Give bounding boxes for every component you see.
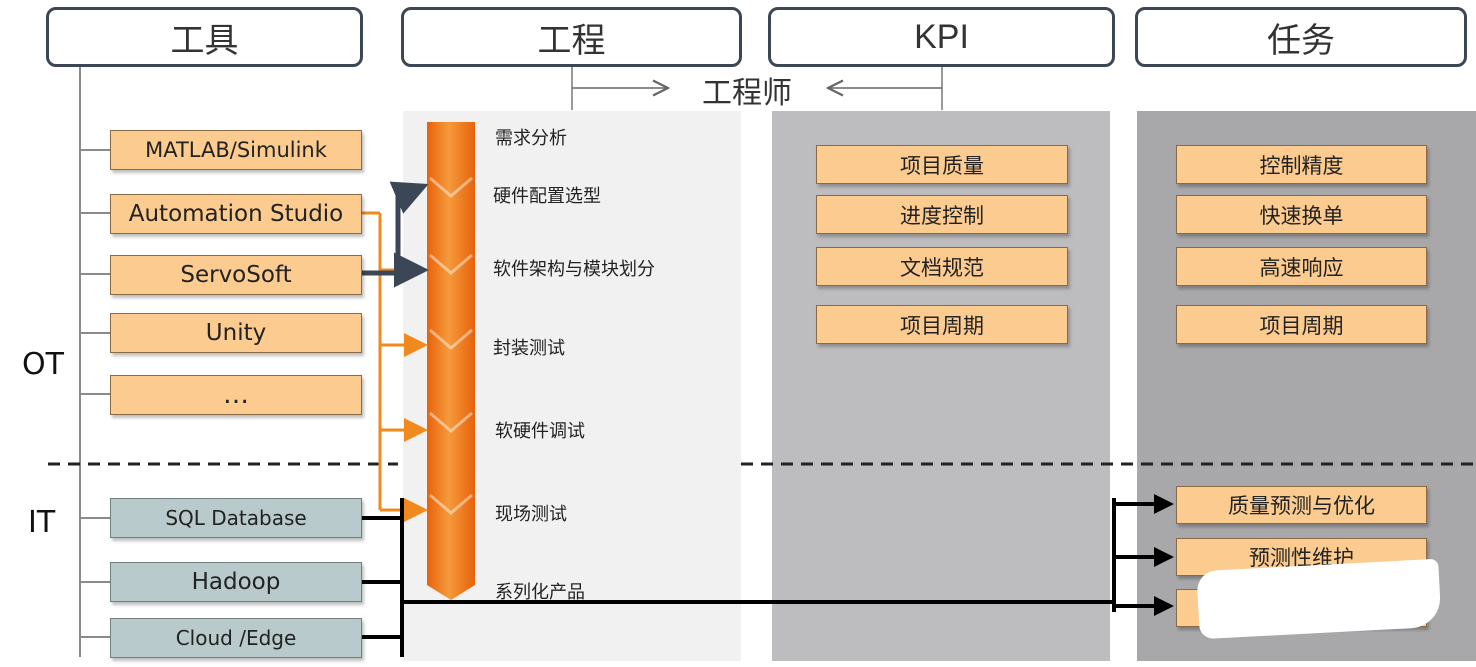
tool-more: … (110, 375, 362, 415)
kpi-project-cycle: 项目周期 (816, 305, 1068, 344)
process-bar (427, 122, 475, 600)
task-fast-changeover: 快速换单 (1176, 195, 1427, 234)
it-connectors (362, 494, 1174, 657)
kpi-project-quality: 项目质量 (816, 145, 1068, 184)
tool-servosoft: ServoSoft (110, 255, 362, 295)
it-label: IT (28, 505, 56, 540)
header-tasks: 任务 (1135, 7, 1467, 67)
header-kpi: KPI (768, 7, 1115, 67)
kpi-documentation: 文档规范 (816, 247, 1068, 286)
tool-unity: Unity (110, 313, 362, 353)
ot-label: OT (22, 347, 64, 382)
tool-sql-database: SQL Database (110, 498, 362, 538)
step-package-test: 封装测试 (493, 338, 565, 359)
step-field-test: 现场测试 (495, 504, 567, 525)
watermark-smudge (1196, 558, 1442, 640)
task-quality-prediction: 质量预测与优化 (1176, 486, 1427, 524)
task-control-precision: 控制精度 (1176, 145, 1427, 184)
step-series-product: 系列化产品 (495, 582, 585, 603)
task-project-cycle: 项目周期 (1176, 305, 1427, 344)
dark-connectors (362, 181, 429, 288)
tool-hadoop: Hadoop (110, 562, 362, 602)
engineer-label: 工程师 (702, 76, 792, 111)
tool-matlab: MATLAB/Simulink (110, 130, 362, 170)
tool-cloud-edge: Cloud /Edge (110, 618, 362, 658)
step-requirements: 需求分析 (495, 128, 567, 149)
header-tools: 工具 (46, 7, 363, 67)
step-hw-sw-debug: 软硬件调试 (495, 421, 585, 442)
tool-automation-studio: Automation Studio (110, 194, 362, 234)
task-high-speed-response: 高速响应 (1176, 247, 1427, 286)
header-project: 工程 (401, 7, 742, 67)
step-software-architecture: 软件架构与模块划分 (493, 259, 655, 280)
kpi-schedule-control: 进度控制 (816, 195, 1068, 234)
step-hardware-selection: 硬件配置选型 (493, 186, 601, 207)
